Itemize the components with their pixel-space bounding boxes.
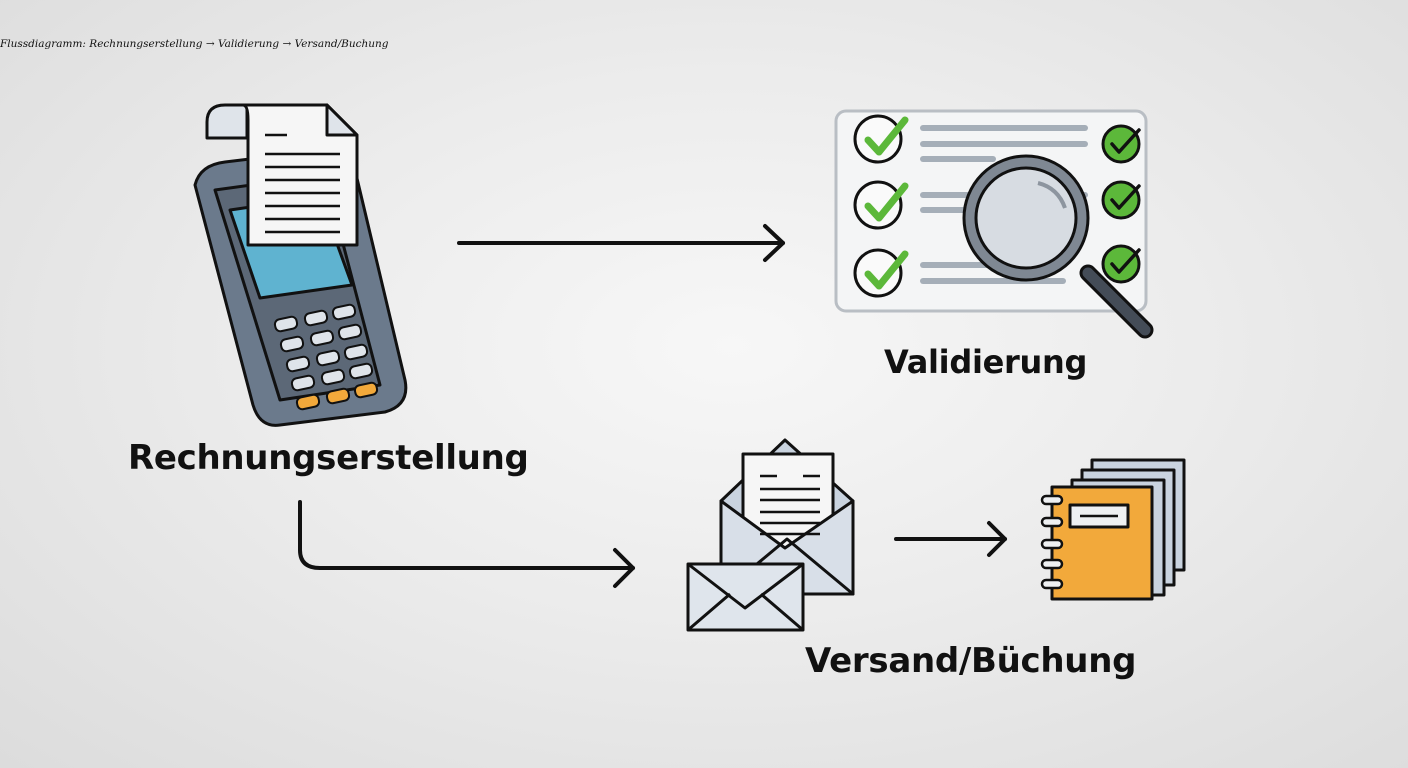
checklist-magnifier-icon — [834, 109, 1154, 339]
node-label-rechnungserstellung: Rechnungserstellung — [128, 438, 529, 478]
ledger-stack-icon — [1040, 458, 1186, 601]
arrow-to-validierung — [457, 224, 785, 262]
arrow-to-versand — [298, 500, 635, 588]
diagram-caption: Flussdiagramm: Rechnungserstellung → Val… — [0, 38, 389, 50]
payment-terminal-receipt-icon — [193, 103, 408, 427]
envelopes-icon — [686, 438, 855, 632]
node-label-versand-buchung: Versand/Büchung — [805, 641, 1137, 681]
arrow-to-ledger — [894, 521, 1007, 557]
node-label-validierung: Validierung — [884, 343, 1088, 381]
